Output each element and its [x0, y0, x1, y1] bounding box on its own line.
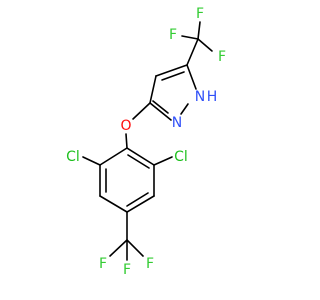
bond-pyrazole-c4-c5	[155, 64, 188, 77]
atom-label-f-top-mid: F	[196, 6, 204, 22]
bond-cf3-bottom-c-f2	[126, 239, 144, 257]
atom-label-f-top-right: F	[218, 49, 226, 65]
bond-pyrazole-n2-c3-double	[152, 100, 169, 114]
bond-cf3-top-c-f3	[197, 38, 213, 52]
bond-pyrazole-c3-c4	[149, 75, 157, 104]
bond-benzene-c3-c4-double	[126, 192, 149, 207]
bond-c6-cl-left	[82, 156, 101, 166]
atom-label-o: O	[120, 118, 131, 134]
bond-pyrazole-n2-c3	[149, 102, 172, 121]
bond-cf3-top-to-ring	[186, 38, 199, 66]
bond-cf3-bottom-c-f1	[109, 239, 128, 257]
bond-benzene-c4-c5	[99, 195, 128, 213]
atom-label-cl-right: Cl	[174, 149, 188, 165]
atom-label-nh-h: H	[207, 89, 218, 105]
bond-c2-cl-right	[153, 156, 173, 166]
bond-cf3-top-c-f1	[181, 35, 199, 40]
bond-pyrazole-c4-c5-double	[161, 71, 185, 81]
atom-label-cl-left: Cl	[66, 149, 80, 165]
bond-o-benzene	[125, 133, 128, 149]
bond-pyrazole-n1-n2	[180, 103, 189, 115]
bond-cf3-top-c-f2	[197, 21, 201, 40]
bond-benzene-c1-c2-double	[127, 154, 150, 169]
bond-benzene-c3-c4	[126, 195, 155, 213]
atom-label-n: N	[172, 115, 182, 131]
bond-benzene-c6-c1	[99, 147, 128, 166]
bond-benzene-c1-c2	[126, 147, 155, 166]
molecule-structure: F F F N H N O Cl Cl F F F	[66, 6, 226, 278]
bond-pyrazole-c5-n1	[186, 64, 197, 90]
atom-label-f-bottom-mid: F	[123, 262, 131, 278]
bond-c3-o	[132, 102, 151, 120]
molecule-canvas: F F F N H N O Cl Cl F F F	[66, 6, 226, 278]
atom-label-nh-n: N	[195, 89, 205, 105]
atom-label-f-top-left: F	[169, 27, 177, 43]
atom-label-f-bottom-right: F	[146, 256, 154, 272]
atom-label-f-bottom-left: F	[99, 256, 107, 272]
